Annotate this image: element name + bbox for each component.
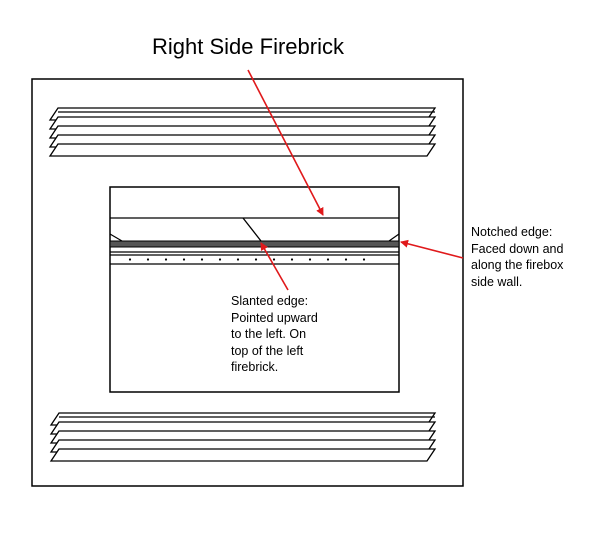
strip-dot	[218, 258, 222, 261]
notched-edge-arrow	[400, 239, 464, 259]
bottom-grate-stack	[49, 412, 437, 462]
strip-dot	[146, 258, 150, 261]
diagram-title: Right Side Firebrick	[152, 34, 344, 59]
notched-edge-callout: Notched edge: Faced down and along the f…	[471, 225, 564, 289]
strip-dot	[200, 258, 204, 261]
title-arrow	[247, 69, 324, 216]
notched-edge-band	[109, 240, 400, 248]
left-notch-line	[109, 233, 123, 242]
strip-dot	[182, 258, 186, 261]
firebrick-box	[109, 186, 400, 393]
strip-dot	[128, 258, 132, 261]
right-notch-line	[388, 233, 400, 242]
strip-dot	[164, 258, 168, 261]
slanted-edge-line	[242, 217, 262, 242]
slanted-edge-arrow	[260, 242, 289, 291]
strip-dot	[344, 258, 348, 261]
strip-dot	[290, 258, 294, 261]
strip-dot	[362, 258, 366, 261]
firebox-frame	[31, 78, 464, 487]
top-grate-stack	[48, 107, 437, 157]
strip-dot	[326, 258, 330, 261]
dotted-row	[128, 258, 366, 261]
strip-dot	[236, 258, 240, 261]
strip-dot	[308, 258, 312, 261]
slanted-edge-callout: Slanted edge: Pointed upward to the left…	[231, 294, 318, 374]
strip-dot	[272, 258, 276, 261]
strip-dot	[254, 258, 258, 261]
